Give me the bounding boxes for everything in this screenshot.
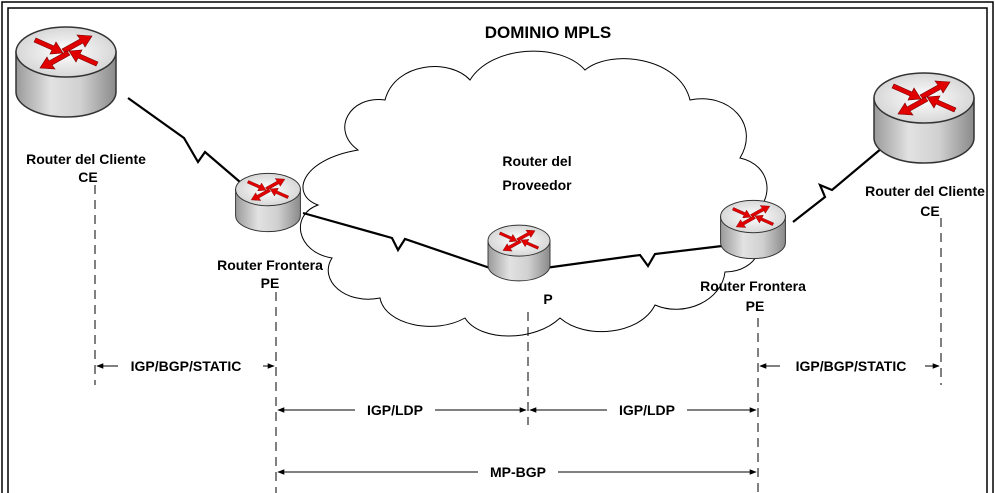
inner-frame — [7, 7, 988, 493]
p-label-2: Proveedor — [502, 177, 572, 193]
pe-left-label-1: Router Frontera — [217, 257, 323, 273]
link-pe-right-ce-right — [792, 147, 883, 223]
link-pe-left-p — [302, 211, 491, 270]
router-ce-left-icon — [15, 26, 117, 118]
link-ce-left-pe-left — [127, 97, 241, 183]
protocol-label-right: IGP/BGP/STATIC — [796, 358, 907, 374]
pe-left-label-2: PE — [261, 275, 280, 291]
diagram-title: DOMINIO MPLS — [485, 23, 612, 42]
link-p-pe-right — [544, 244, 723, 270]
router-pe-right-icon — [720, 199, 786, 260]
ce-right-label-1: Router del Cliente — [865, 183, 985, 199]
protocol-label-left: IGP/BGP/STATIC — [131, 358, 242, 374]
p-label-3: P — [543, 291, 552, 307]
pe-right-label-1: Router Frontera — [700, 278, 806, 294]
mpbgp-label: MP-BGP — [490, 464, 546, 480]
ldp-label-left: IGP/LDP — [367, 402, 423, 418]
ce-left-label-1: Router del Cliente — [26, 151, 146, 167]
router-ce-right-icon — [873, 72, 975, 164]
provider-cloud — [300, 50, 768, 337]
pe-right-label-2: PE — [746, 298, 765, 314]
ce-left-label-2: CE — [78, 169, 97, 185]
router-pe-left-icon — [235, 172, 301, 233]
p-label-1: Router del — [502, 153, 571, 169]
ldp-label-right: IGP/LDP — [619, 402, 675, 418]
ce-right-label-2: CE — [920, 203, 939, 219]
router-p-icon — [487, 224, 551, 282]
